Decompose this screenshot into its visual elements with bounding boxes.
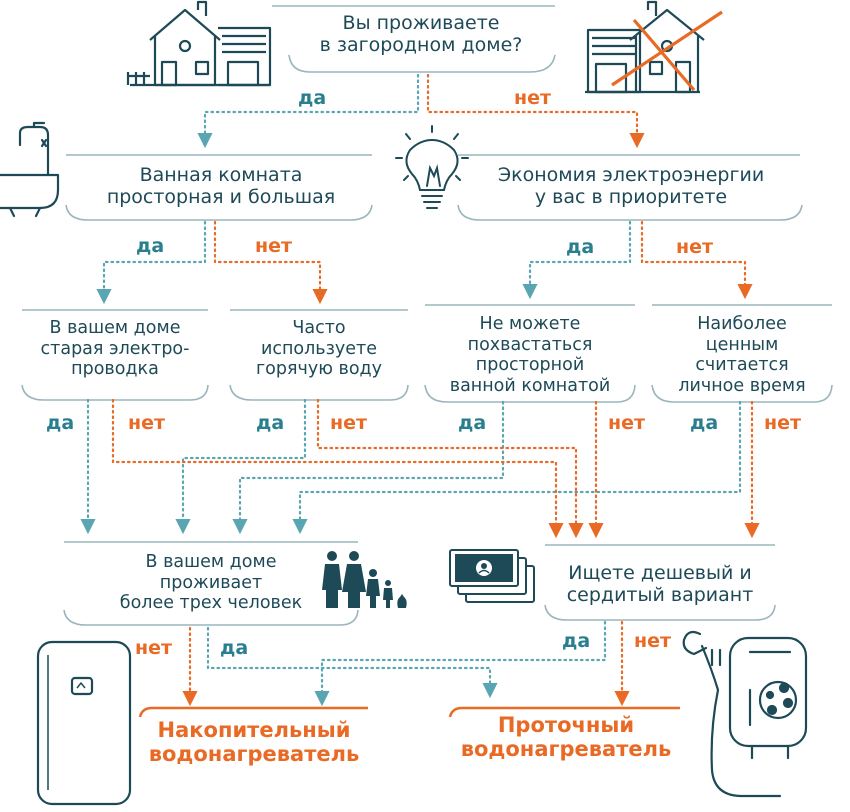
yes-label-q3: да: [566, 236, 595, 258]
yes-label-q4: да: [46, 412, 75, 434]
storage-result-line: [138, 706, 368, 718]
no-label-q7: нет: [764, 412, 802, 434]
yes-path-q2: [96, 220, 207, 305]
crossed-house-icon: [585, 0, 723, 94]
question-country-house: Вы проживаете в загородном доме?: [319, 12, 523, 57]
question-small-bathroom: Не можете похвастаться просторной ванной…: [449, 314, 611, 396]
no-path-q5: [316, 398, 584, 539]
yes-path-q7: [292, 400, 742, 535]
question-energy-saving: Экономия электроэнергии у вас в приорите…: [497, 164, 765, 209]
no-label-q5: нет: [330, 412, 368, 434]
yes-label-q9: да: [562, 630, 591, 652]
no-label-q9: нет: [634, 630, 672, 652]
q6-box-line: [424, 304, 636, 403]
yes-path-q5: [175, 398, 307, 535]
no-label-q2: нет: [255, 235, 293, 257]
q7-box-line: [651, 304, 833, 403]
storage-heater-icon: [36, 640, 132, 806]
yes-label-q5: да: [256, 412, 285, 434]
no-path-q1: [426, 73, 645, 149]
no-label-q4: нет: [128, 412, 166, 434]
q8-box-line: [63, 541, 359, 626]
question-old-wiring: В вашем доме старая электро- проводка: [40, 318, 190, 380]
yes-label-q6: да: [458, 412, 487, 434]
question-cheap-option: Ищете дешевый и сердитый вариант: [566, 562, 754, 607]
yes-path-q1: [197, 73, 420, 149]
flow-result-line: [448, 706, 680, 718]
family-icon: [322, 551, 407, 608]
q5-box-line: [229, 309, 409, 401]
q9-box-line: [544, 544, 776, 621]
money-icon: [449, 549, 535, 603]
yes-label-q2: да: [136, 235, 165, 257]
q4-box-line: [21, 309, 209, 401]
yes-path-q6: [232, 400, 505, 535]
no-path-q4: [111, 398, 564, 539]
yes-path-q3: [522, 220, 632, 300]
no-label-q6: нет: [608, 412, 646, 434]
question-personal-time: Наиболее ценным считается личное время: [678, 314, 806, 396]
result-storage-heater: Накопительный водонагреватель: [148, 718, 360, 767]
no-label-q1: нет: [514, 87, 552, 109]
no-label-q3: нет: [676, 236, 714, 258]
bathtub-icon: [0, 121, 60, 218]
question-spacious-bathroom: Ванная комната просторная и большая: [106, 164, 336, 209]
yes-label-q8: да: [220, 637, 249, 659]
yes-path-q8: [206, 626, 498, 699]
question-more-than-three: В вашем доме проживает более трех челове…: [119, 552, 303, 614]
no-label-q8: нет: [135, 637, 173, 659]
q2-box-line: [65, 154, 373, 221]
question-hot-water-often: Часто используете горячую воду: [255, 318, 382, 380]
yes-label-q1: да: [298, 87, 327, 109]
lightbulb-icon: [395, 125, 469, 209]
house-icon: [126, 0, 272, 87]
q1-box-line: [272, 5, 556, 73]
instant-heater-icon: [682, 630, 808, 798]
q3-box-line: [457, 154, 803, 221]
no-path-q2: [213, 220, 328, 305]
result-flow-heater: Проточный водонагреватель: [460, 713, 672, 762]
yes-label-q7: да: [690, 412, 719, 434]
yes-path-q9: [314, 620, 607, 707]
no-path-q3: [640, 220, 753, 300]
